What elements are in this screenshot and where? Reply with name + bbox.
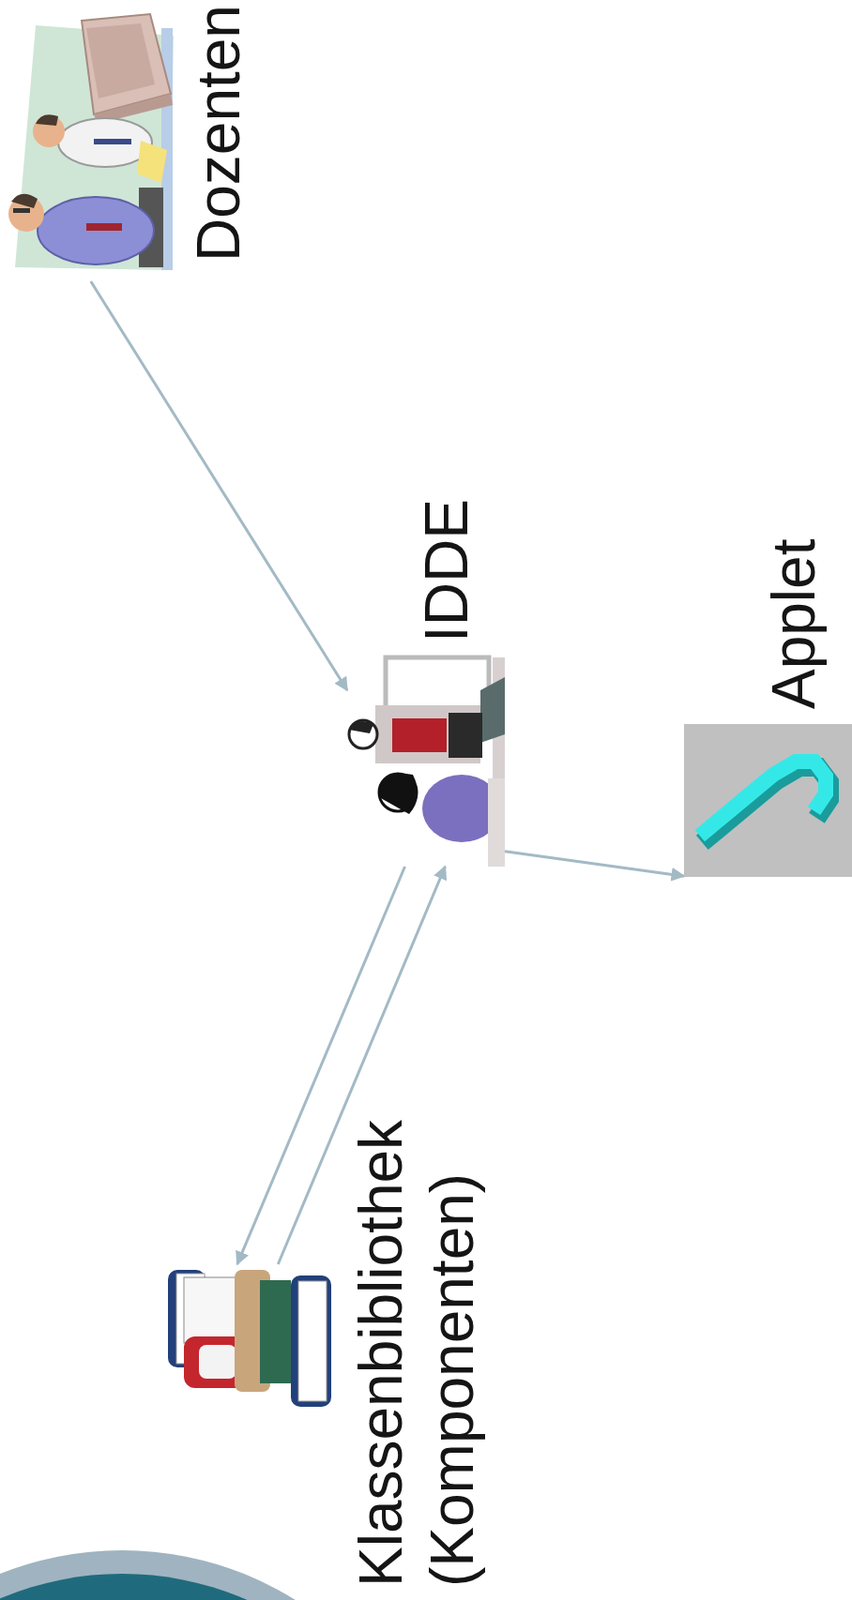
applet-icon [684, 724, 852, 878]
books-clipart [167, 1270, 332, 1408]
teachers-clipart-part [136, 140, 168, 183]
developers-clipart-part [392, 718, 447, 753]
clipart-node: IDDE [347, 657, 505, 868]
developers-clipart-part [349, 720, 378, 749]
applet-icon-part [684, 724, 852, 878]
connector-arrow [91, 281, 348, 691]
node-label: IDDE [410, 492, 483, 643]
teachers-clipart-part [37, 197, 154, 265]
books-clipart-part [183, 1278, 237, 1344]
teachers-clipart-part [93, 138, 132, 145]
developers-clipart [349, 657, 505, 868]
books-clipart-part [298, 1281, 327, 1402]
books-clipart-part [290, 1276, 332, 1408]
node-label: Dozenten [182, 2, 255, 262]
connector-arrow [504, 852, 685, 877]
developers-clipart-part [480, 677, 505, 744]
teachers-clipart-part [35, 114, 59, 126]
developers-clipart-part [349, 721, 374, 734]
clipart-node: Dozenten [4, 15, 174, 282]
applet-icon-part [705, 761, 826, 832]
developers-clipart-part [379, 773, 418, 815]
teachers-clipart-part [13, 208, 31, 213]
developers-clipart-part [487, 778, 505, 868]
teachers-clipart-part [32, 115, 65, 148]
teachers-clipart-part [86, 223, 122, 231]
books-clipart-part [259, 1280, 291, 1385]
clipart-node: Klassenbibliothek (Komponenten) [167, 1264, 332, 1414]
teachers-clipart-part [11, 194, 38, 209]
node-label: Applet [758, 521, 830, 710]
clipart-node: Applet [684, 724, 852, 878]
teachers-clipart-part [58, 118, 153, 168]
developers-clipart-part [448, 713, 483, 759]
teachers-clipart-part [86, 23, 155, 99]
books-clipart-part [198, 1345, 237, 1380]
teachers-clipart [8, 14, 174, 271]
node-label: Klassenbibliothek (Komponenten) [345, 1109, 488, 1588]
